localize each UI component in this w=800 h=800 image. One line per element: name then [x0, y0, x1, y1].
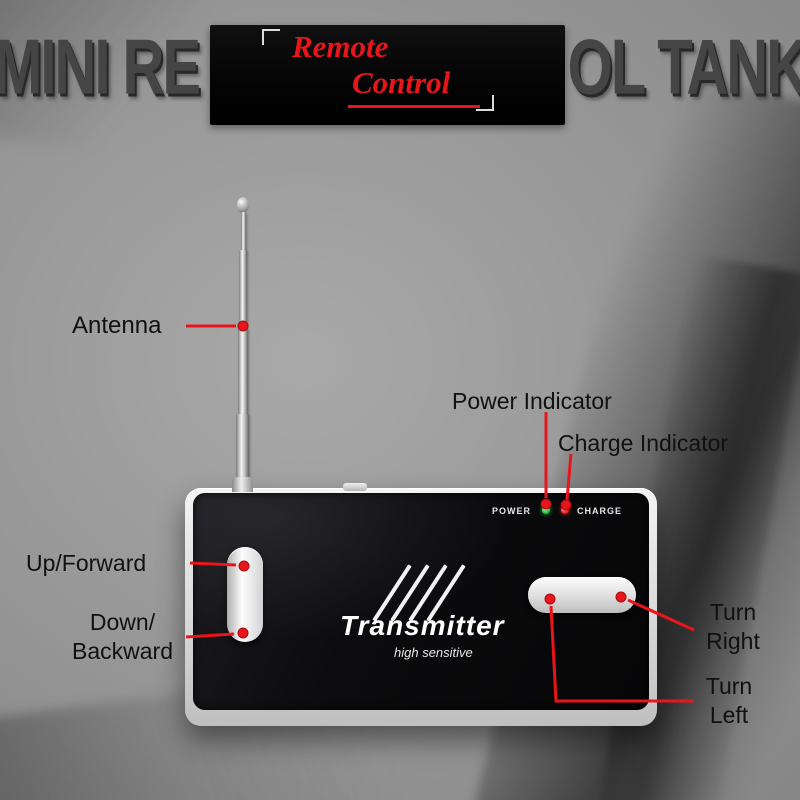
power-led — [542, 506, 550, 514]
banner-title-line2: Control — [352, 65, 451, 100]
title-banner: Remote Control — [210, 25, 565, 125]
transmitter-device: POWER CHARGE Transmitter high sensitive — [185, 483, 657, 726]
antenna-base — [232, 477, 253, 492]
callout-charge-indicator: Charge Indicator — [558, 430, 729, 456]
headline-left-fragment: MINI RE — [0, 23, 201, 112]
turn-left-right-rocker-button — [528, 577, 636, 613]
headline-right-fragment: OL TANK — [567, 23, 800, 112]
antenna-segment — [241, 212, 246, 254]
antenna-segment — [236, 414, 249, 492]
callout-antenna: Antenna — [72, 312, 162, 339]
callout-power-indicator: Power Indicator — [452, 388, 612, 414]
corner-bracket-icon — [262, 29, 280, 45]
device-notch — [343, 483, 367, 491]
brand-tagline: high sensitive — [394, 645, 473, 660]
antenna-tip — [237, 197, 249, 213]
callout-turn-right: Turn Right — [706, 599, 760, 654]
up-down-rocker-button — [227, 547, 263, 642]
charge-led — [561, 506, 569, 514]
callout-turn-left: Turn Left — [705, 673, 753, 728]
banner-underline — [348, 105, 480, 108]
callout-down-backward: Down/ Backward — [72, 609, 173, 664]
brand-name: Transmitter — [340, 610, 505, 641]
banner-title-line1: Remote — [292, 29, 389, 64]
power-led-label: POWER — [492, 506, 532, 516]
antenna-segment — [238, 329, 248, 417]
charge-led-label: CHARGE — [577, 506, 623, 516]
callout-up-forward: Up/Forward — [26, 550, 147, 576]
grunge-streak — [0, 0, 232, 168]
corner-bracket-icon — [476, 95, 494, 111]
antenna-segment — [239, 250, 247, 332]
device-face: POWER CHARGE Transmitter high sensitive — [193, 493, 649, 710]
